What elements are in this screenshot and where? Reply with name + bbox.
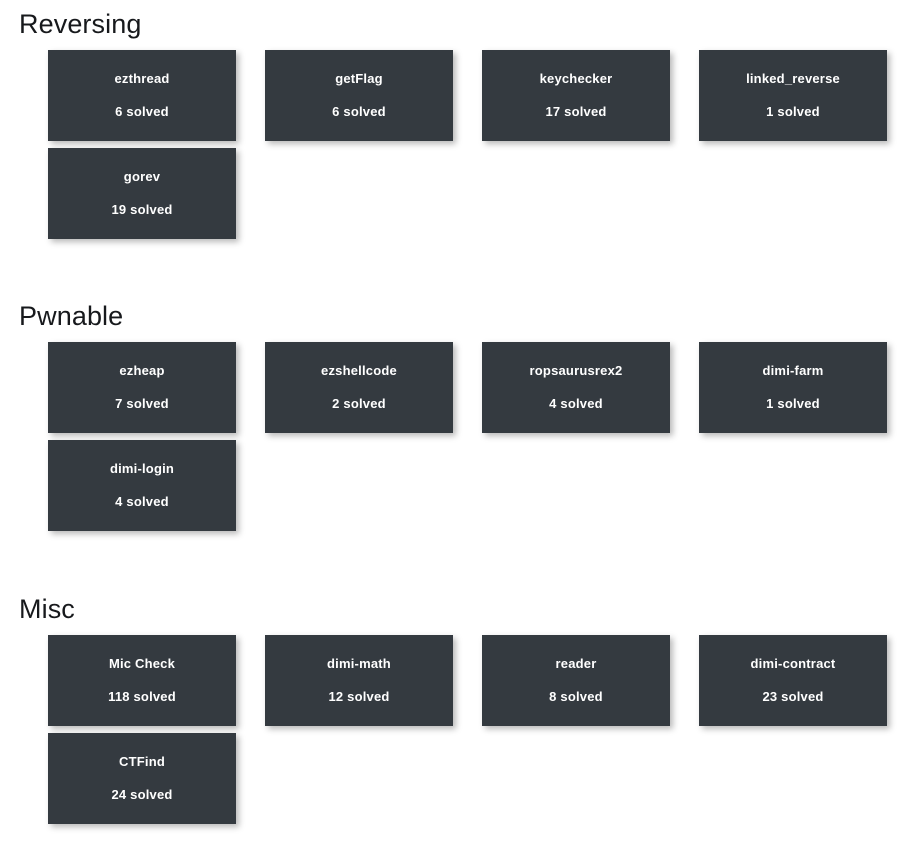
- challenge-name: dimi-math: [327, 656, 391, 671]
- challenge-name: linked_reverse: [746, 71, 840, 86]
- challenge-card-dimi-farm[interactable]: dimi-farm 1 solved: [699, 342, 887, 433]
- challenge-card-ctfind[interactable]: CTFind 24 solved: [48, 733, 236, 824]
- challenge-solve-count: 118 solved: [108, 689, 176, 704]
- challenge-card-reader[interactable]: reader 8 solved: [482, 635, 670, 726]
- challenge-name: ezthread: [114, 71, 170, 86]
- challenge-card-ropsaurusrex2[interactable]: ropsaurusrex2 4 solved: [482, 342, 670, 433]
- challenge-card-dimi-login[interactable]: dimi-login 4 solved: [48, 440, 236, 531]
- challenge-solve-count: 8 solved: [549, 689, 603, 704]
- challenge-name: ezshellcode: [321, 363, 397, 378]
- challenge-name: gorev: [123, 169, 161, 184]
- challenge-card-dimi-math[interactable]: dimi-math 12 solved: [265, 635, 453, 726]
- challenge-card-gorev[interactable]: gorev 19 solved: [48, 148, 236, 239]
- challenge-name: CTFind: [119, 754, 165, 769]
- challenge-solve-count: 23 solved: [762, 689, 824, 704]
- challenge-card-linked-reverse[interactable]: linked_reverse 1 solved: [699, 50, 887, 141]
- challenge-solve-count: 19 solved: [111, 202, 173, 217]
- challenge-grid: ezheap 7 solved ezshellcode 2 solved ropsaur…: [48, 342, 893, 531]
- challenge-solve-count: 24 solved: [111, 787, 173, 802]
- challenge-solve-count: 2 solved: [332, 396, 386, 411]
- challenge-name: dimi-login: [109, 461, 175, 476]
- challenge-solve-count: 1 solved: [766, 104, 820, 119]
- challenge-name: dimi-contract: [750, 656, 836, 671]
- challenge-solve-count: 6 solved: [115, 104, 169, 119]
- challenge-name: Mic Check: [108, 656, 176, 671]
- challenge-name: ropsaurusrex2: [529, 363, 623, 378]
- challenge-name: keychecker: [539, 71, 613, 86]
- challenge-card-ezthread[interactable]: ezthread 6 solved: [48, 50, 236, 141]
- challenge-name: dimi-farm: [762, 363, 824, 378]
- category-heading: Misc: [19, 594, 75, 624]
- challenge-solve-count: 7 solved: [115, 396, 169, 411]
- challenge-name: getFlag: [335, 71, 383, 86]
- challenge-card-getflag[interactable]: getFlag 6 solved: [265, 50, 453, 141]
- challenge-grid: Mic Check 118 solved dimi-math 12 solved rea…: [48, 635, 893, 824]
- challenge-card-keychecker[interactable]: keychecker 17 solved: [482, 50, 670, 141]
- challenge-card-ezheap[interactable]: ezheap 7 solved: [48, 342, 236, 433]
- challenge-grid: ezthread 6 solved getFlag 6 solved keychecke…: [48, 50, 893, 239]
- challenge-solve-count: 4 solved: [115, 494, 169, 509]
- challenge-solve-count: 6 solved: [332, 104, 386, 119]
- challenge-solve-count: 17 solved: [545, 104, 607, 119]
- challenge-card-ezshellcode[interactable]: ezshellcode 2 solved: [265, 342, 453, 433]
- category-heading: Reversing: [19, 9, 142, 39]
- challenge-solve-count: 1 solved: [766, 396, 820, 411]
- challenge-name: ezheap: [119, 363, 165, 378]
- challenge-card-mic-check[interactable]: Mic Check 118 solved: [48, 635, 236, 726]
- challenge-solve-count: 4 solved: [549, 396, 603, 411]
- challenge-name: reader: [555, 656, 597, 671]
- category-heading: Pwnable: [19, 301, 124, 331]
- challenge-solve-count: 12 solved: [328, 689, 390, 704]
- challenge-card-dimi-contract[interactable]: dimi-contract 23 solved: [699, 635, 887, 726]
